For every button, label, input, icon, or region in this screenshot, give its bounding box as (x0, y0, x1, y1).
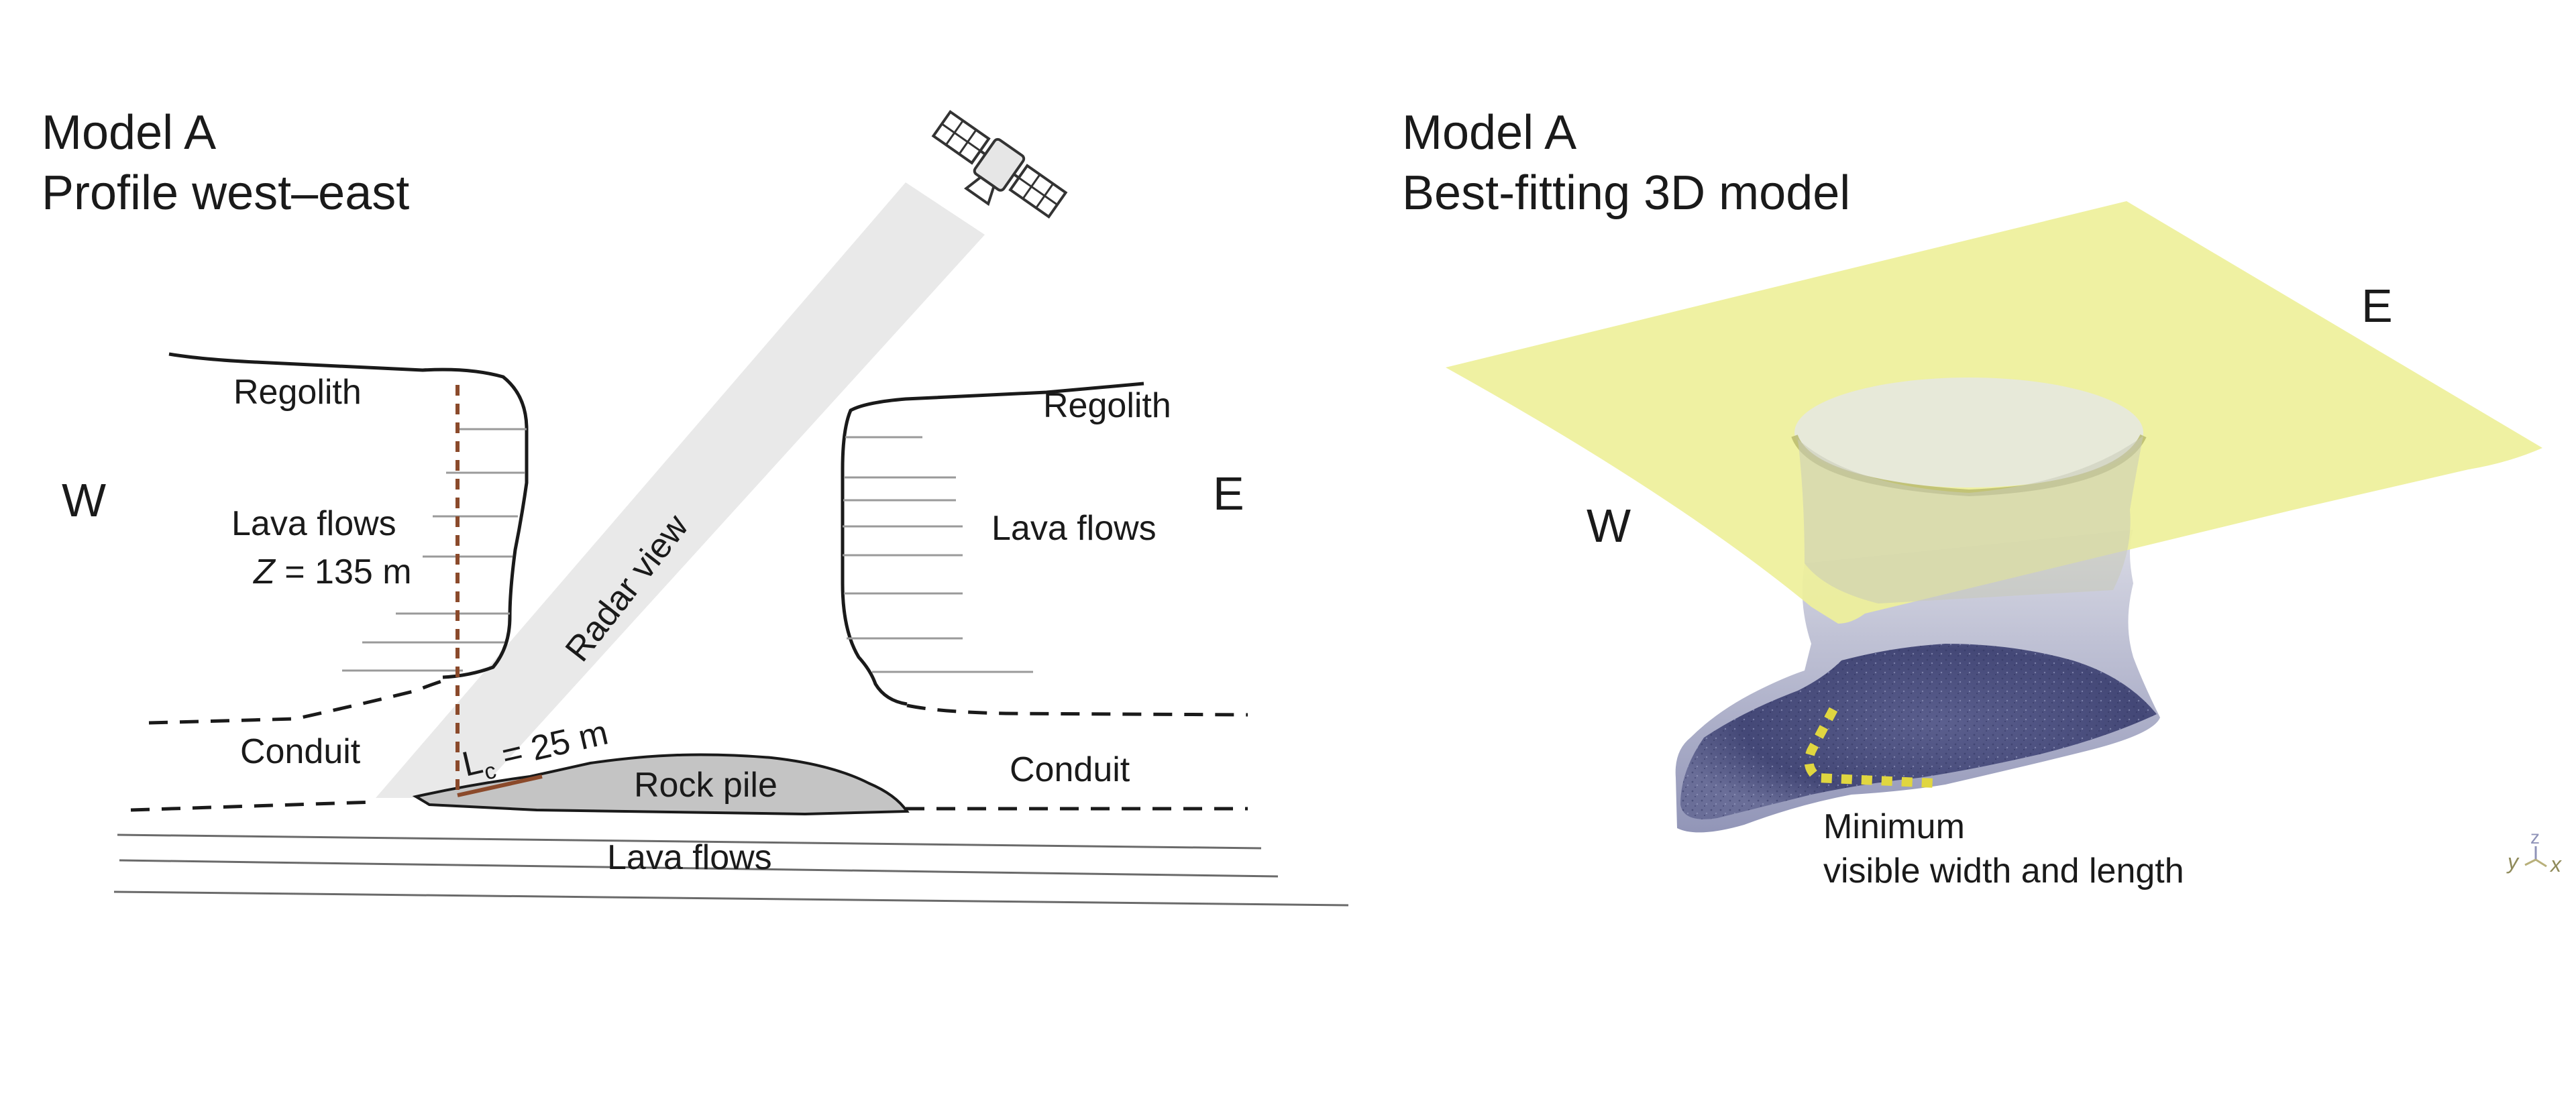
bottom-lava-layers (113, 833, 1349, 907)
lc-marker (457, 774, 543, 797)
rock-pile (412, 753, 910, 816)
conduit-boundaries (130, 677, 1248, 812)
caption-line1: Minimum (1823, 807, 1965, 846)
right-east-label: E (2361, 280, 2393, 332)
east-wall-outline (841, 382, 1144, 706)
axis-x-label: x (2549, 852, 2562, 876)
lava-flows-bottom-label: Lava flows (607, 838, 772, 877)
conduit-mesh-upper (1798, 436, 2143, 603)
lava-flows-west-label: Lava flows (231, 504, 396, 543)
caption-line2: visible width and length (1823, 852, 2184, 890)
rock-pile-label: Rock pile (634, 766, 777, 805)
axis-z-label: z (2530, 827, 2540, 848)
minimum-width-length-marker (1804, 707, 1936, 788)
rock-pile-texture (1680, 644, 2157, 819)
axis-triad: z y x (2506, 827, 2562, 876)
right-title-line1: Model A (1402, 106, 1576, 160)
depth-value: = 135 m (275, 553, 412, 591)
left-title-line1: Model A (42, 106, 216, 160)
conduit-west-label: Conduit (240, 732, 361, 771)
east-lava-layers (843, 436, 1033, 673)
regolith-west-label: Regolith (233, 373, 362, 412)
radar-beam (376, 182, 985, 798)
conduit-east-label: Conduit (1010, 750, 1130, 789)
west-label: W (62, 474, 106, 526)
regolith-east-label: Regolith (1043, 386, 1171, 425)
axis-y-label: y (2506, 850, 2520, 874)
east-label: E (1213, 467, 1244, 520)
left-title-line2: Profile west–east (42, 166, 409, 220)
depth-variable: Z (252, 553, 276, 591)
west-wall-outline (168, 352, 529, 679)
right-west-label: W (1587, 500, 1631, 552)
right-panel: Model A Best-fitting 3D model W E Minimu… (1402, 106, 2562, 890)
west-lava-layers (342, 428, 527, 672)
depth-label: Z = 135 m (252, 553, 412, 591)
left-panel: Model A Profile west–east Radar view (42, 106, 1349, 907)
3d-model-render (1446, 201, 2542, 833)
pit-opening (1794, 378, 2143, 487)
satellite-icon (931, 109, 1068, 219)
lava-flows-east-label: Lava flows (991, 509, 1157, 548)
right-title-line2: Best-fitting 3D model (1402, 166, 1850, 220)
